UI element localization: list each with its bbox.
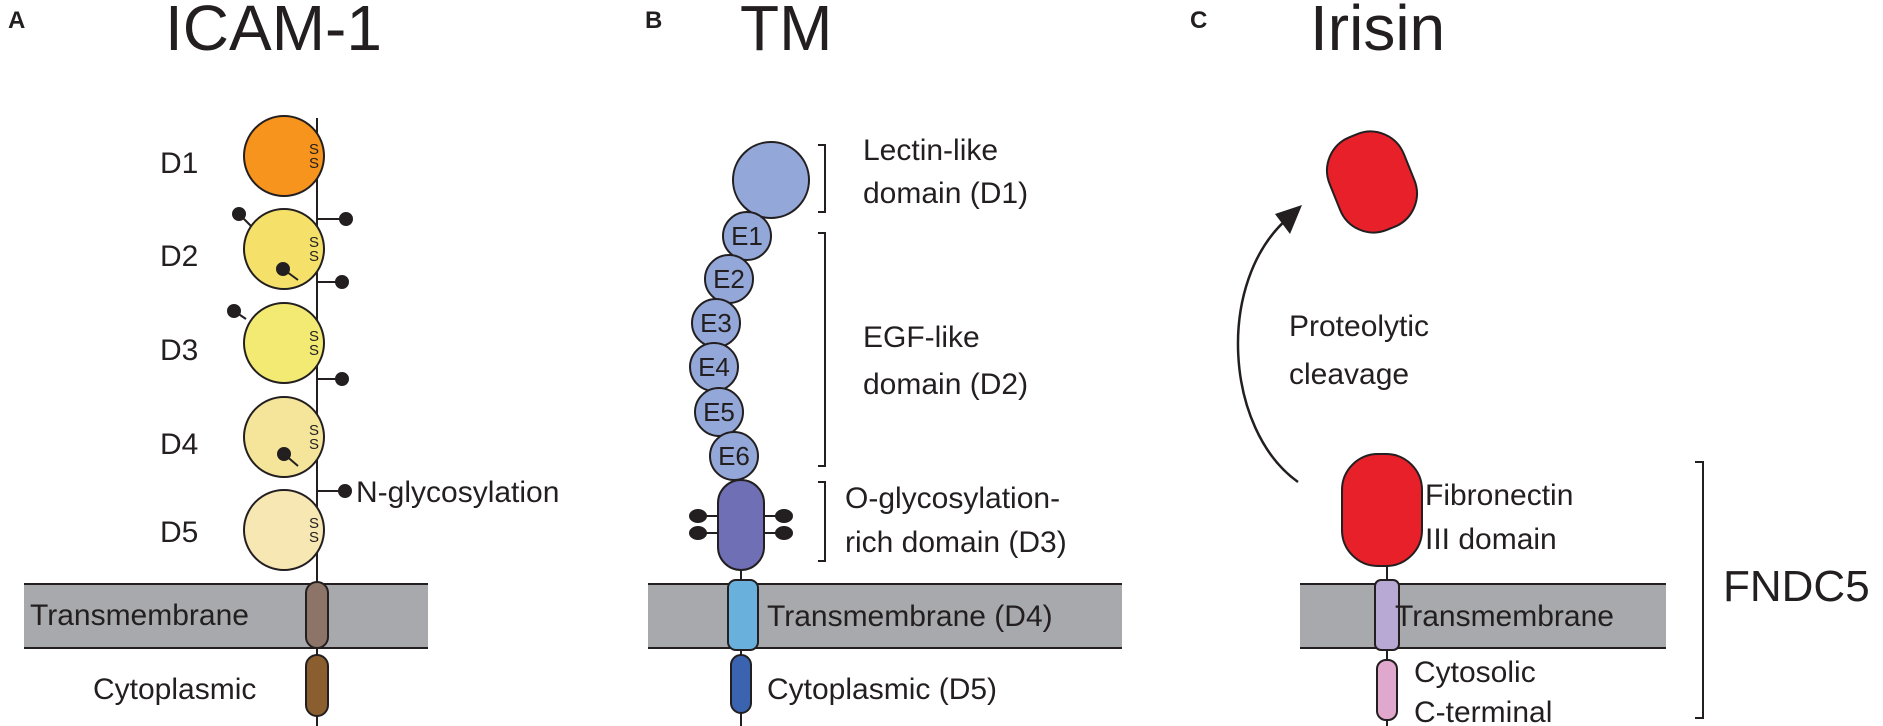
cytoplasmic-label-b: Cytoplasmic (D5) bbox=[767, 673, 997, 706]
panel-b-letter: B bbox=[645, 7, 662, 34]
cleavage-label-line2: cleavage bbox=[1289, 358, 1409, 391]
lectin-domain-label-line1: Lectin-like bbox=[863, 134, 998, 167]
disulfide-s: S bbox=[309, 342, 319, 359]
lectin-domain-circle bbox=[732, 141, 810, 219]
cleavage-label-line1: Proteolytic bbox=[1289, 310, 1429, 343]
n-glycosylation-sites bbox=[227, 207, 353, 498]
egf-domain-label-line2: domain (D2) bbox=[863, 368, 1028, 401]
fibronectin-label-line1: Fibronectin bbox=[1425, 479, 1573, 512]
disulfide-s: S bbox=[309, 328, 319, 345]
disulfide-s: S bbox=[309, 155, 319, 172]
domain-label-d5: D5 bbox=[160, 516, 198, 549]
egf-domains: E1 E2 E3 E4 E5 E6 bbox=[689, 211, 772, 481]
domain-label-d2: D2 bbox=[160, 240, 198, 273]
panel-a-letter: A bbox=[8, 7, 25, 34]
disulfide-s: S bbox=[309, 141, 319, 158]
transmembrane-label-c: Transmembrane bbox=[1395, 600, 1614, 633]
transmembrane-label-a: Transmembrane bbox=[30, 599, 249, 632]
egf-label-e5: E5 bbox=[703, 397, 735, 427]
cytoplasmic-label-a: Cytoplasmic bbox=[93, 673, 256, 706]
membrane-band-c bbox=[1300, 584, 1666, 648]
cleavage-arrowhead bbox=[1275, 205, 1302, 234]
membrane-band-a bbox=[24, 584, 428, 648]
domain-circle-d2 bbox=[243, 208, 325, 290]
cytoplasmic-segment-a bbox=[305, 654, 329, 717]
domain-label-d1: D1 bbox=[160, 147, 198, 180]
panel-b: B TM E1 E2 E3 E4 E5 E6 bbox=[645, 0, 1122, 726]
panel-a-title: ICAM-1 bbox=[165, 0, 382, 64]
panel-c-letter: C bbox=[1190, 7, 1207, 34]
cytosolic-label-line2: C-terminal bbox=[1414, 696, 1552, 726]
disulfide-s: S bbox=[309, 234, 319, 251]
panel-a: A ICAM-1 D1 D2 D3 D4 D5 S S S S S S S S … bbox=[8, 0, 559, 726]
o-glyco-domain-label-line2: rich domain (D3) bbox=[845, 526, 1067, 559]
transmembrane-segment-a bbox=[305, 581, 329, 649]
disulfide-s: S bbox=[309, 515, 319, 532]
panel-c: C Irisin Proteolytic cleavage Fibronecti… bbox=[1190, 0, 1870, 726]
domain-circle-d4 bbox=[243, 396, 325, 478]
o-glyco-domain-label-line1: O-glycosylation- bbox=[845, 482, 1060, 515]
n-glycosylation-label: N-glycosylation bbox=[356, 476, 559, 509]
disulfide-s: S bbox=[309, 529, 319, 546]
disulfide-s: S bbox=[309, 436, 319, 453]
egf-label-e1: E1 bbox=[731, 221, 763, 251]
cytosolic-segment-c bbox=[1376, 659, 1398, 721]
egf-domain-label-line1: EGF-like bbox=[863, 321, 980, 354]
domain-circle-d5 bbox=[243, 489, 325, 571]
domain-circle-d3 bbox=[243, 302, 325, 384]
fndc5-bracket bbox=[1695, 461, 1704, 719]
domain-brackets-b bbox=[818, 144, 826, 562]
domain-label-d3: D3 bbox=[160, 334, 198, 367]
disulfide-s: S bbox=[309, 422, 319, 439]
egf-label-e2: E2 bbox=[713, 264, 745, 294]
fibronectin-iii-domain bbox=[1341, 453, 1423, 567]
fibronectin-label-line2: III domain bbox=[1425, 523, 1557, 556]
irisin-fragment bbox=[1326, 130, 1418, 234]
panel-b-title: TM bbox=[740, 0, 832, 64]
egf-circle-e1 bbox=[722, 211, 772, 261]
transmembrane-label-b: Transmembrane (D4) bbox=[767, 600, 1053, 633]
egf-label-e3: E3 bbox=[700, 308, 732, 338]
o-glycosylation-domain bbox=[717, 479, 765, 571]
egf-label-e4: E4 bbox=[698, 352, 730, 382]
domain-label-d4: D4 bbox=[160, 428, 198, 461]
cytosolic-label-line1: Cytosolic bbox=[1414, 656, 1536, 689]
lectin-domain-label-line2: domain (D1) bbox=[863, 177, 1028, 210]
cytoplasmic-segment-b bbox=[730, 654, 752, 714]
domain-circle-d1 bbox=[243, 115, 325, 197]
fndc5-label: FNDC5 bbox=[1723, 562, 1870, 611]
cleavage-arrow bbox=[1236, 217, 1299, 484]
transmembrane-segment-b bbox=[727, 579, 759, 651]
disulfide-s: S bbox=[309, 248, 319, 265]
disulfide-bonds-a: S S S S S S S S S S bbox=[309, 141, 319, 546]
panel-c-title: Irisin bbox=[1310, 0, 1445, 64]
egf-label-e6: E6 bbox=[718, 441, 750, 471]
transmembrane-segment-c bbox=[1374, 579, 1400, 651]
